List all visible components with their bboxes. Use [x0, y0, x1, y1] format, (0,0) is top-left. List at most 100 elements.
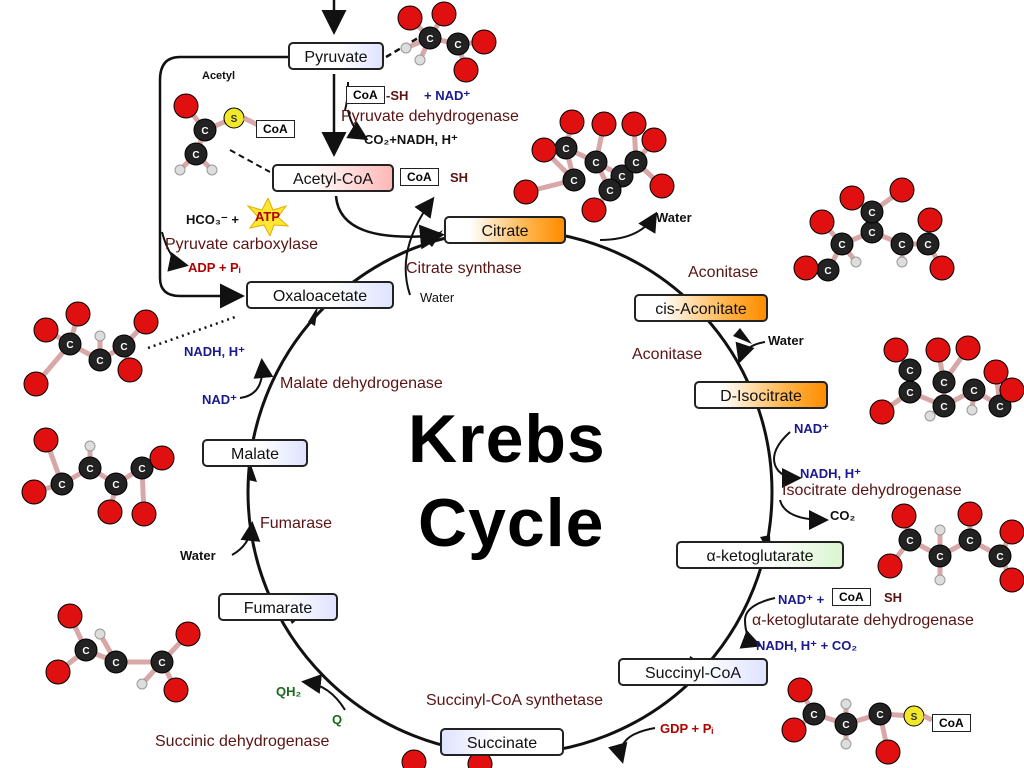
- hydrogen-atom: [850, 256, 862, 268]
- oxygen-atom: [117, 357, 143, 383]
- oxygen-atom: [957, 501, 983, 527]
- oxygen-atom: [57, 603, 83, 629]
- enzyme-citrate-synthase: Citrate synthase: [406, 260, 522, 277]
- label-co2-nadh: CO₂+NADH, H⁺: [364, 132, 458, 147]
- oxygen-atom: [559, 109, 585, 135]
- oxygen-atom: [999, 377, 1024, 403]
- oxygen-atom: [531, 137, 557, 163]
- node-citrate[interactable]: Citrate: [444, 216, 566, 244]
- enzyme-akg-dehydrogenase: α-ketoglutarate dehydrogenase: [752, 612, 974, 629]
- carbon-atom: [932, 370, 956, 394]
- carbon-atom: [928, 544, 952, 568]
- oxygen-atom: [839, 185, 865, 211]
- bond: [922, 713, 934, 723]
- label-nad-isocitrate: NAD⁺: [794, 421, 830, 436]
- atom-letter: C: [138, 464, 145, 475]
- atom-letter: C: [906, 366, 913, 377]
- atom-letter: C: [842, 720, 849, 731]
- oxygen-atom: [33, 317, 59, 343]
- oxygen-atom: [133, 309, 159, 335]
- oxygen-atom: [877, 553, 903, 579]
- label-gdp-pi: GDP + Pᵢ: [660, 721, 714, 736]
- hydrogen-atom: [84, 440, 96, 452]
- atom-letter: C: [192, 150, 199, 161]
- hydrogen-atom: [174, 164, 186, 176]
- node-d-isocitrate[interactable]: D-Isocitrate: [694, 381, 828, 409]
- atom-letter: C: [120, 342, 127, 353]
- node-succinyl-coa[interactable]: Succinyl-CoA: [618, 658, 768, 686]
- node-malate[interactable]: Malate: [202, 439, 308, 467]
- enzyme-aconitase-1: Aconitase: [688, 264, 759, 281]
- atom-letter: S: [231, 114, 238, 125]
- oxygen-atom: [891, 503, 917, 529]
- oxygen-atom: [917, 207, 943, 233]
- carbon-atom: [446, 32, 470, 56]
- label-nadh-co2: NADH, H⁺ + CO₂: [756, 638, 858, 653]
- node-fumarate[interactable]: Fumarate: [218, 593, 338, 621]
- enzyme-succinic-dehydrogenase: Succinic dehydrogenase: [155, 733, 330, 750]
- atom-letter: S: [911, 712, 918, 723]
- node-succinate[interactable]: Succinate: [440, 728, 564, 756]
- hydrogen-atom: [94, 628, 106, 640]
- node-alpha-ketoglutarate[interactable]: α-ketoglutarate: [676, 541, 844, 569]
- oxygen-atom: [883, 337, 909, 363]
- atom-letter: C: [632, 158, 639, 169]
- carbon-atom: [184, 142, 208, 166]
- label-adp-pi: ADP + Pᵢ: [188, 260, 241, 275]
- carbon-atom: [74, 638, 98, 662]
- label-water-in: Water: [768, 333, 804, 348]
- oxygen-atom: [999, 567, 1024, 593]
- node-oxaloacetate[interactable]: Oxaloacetate: [246, 281, 394, 309]
- oxygen-atom: [431, 1, 457, 27]
- atom-letter: C: [592, 158, 599, 169]
- atom-letter: C: [618, 172, 625, 183]
- oxygen-atom: [23, 371, 49, 397]
- title-krebs: Krebs: [408, 401, 606, 477]
- carbon-atom: [830, 232, 854, 256]
- node-acetyl-coa[interactable]: Acetyl-CoA: [272, 164, 394, 192]
- carbon-atom: [958, 528, 982, 552]
- atom-letter: C: [996, 552, 1003, 563]
- label-sh-1: -SH: [386, 88, 409, 103]
- atom-letter: C: [112, 480, 119, 491]
- atom-letter: C: [570, 176, 577, 187]
- oxygen-atom: [999, 519, 1024, 545]
- atom-letter: C: [936, 552, 943, 563]
- atom-letter: C: [824, 266, 831, 277]
- oxygen-atom: [401, 749, 427, 768]
- atom-letter: C: [940, 402, 947, 413]
- carbon-atom: [104, 650, 128, 674]
- label-plus-nad: + NAD⁺: [424, 88, 471, 103]
- oxygen-atom: [889, 177, 915, 203]
- title-cycle: Cycle: [418, 485, 605, 561]
- enzyme-pyruvate-carboxylase: Pyruvate carboxylase: [165, 236, 318, 253]
- carbon-atom: [58, 332, 82, 356]
- carbon-atom: [112, 334, 136, 358]
- node-pyruvate[interactable]: Pyruvate: [288, 42, 384, 70]
- carbon-atom: [988, 544, 1012, 568]
- hydrogen-atom: [896, 256, 908, 268]
- carbon-atom: [104, 472, 128, 496]
- oxygen-atom: [649, 173, 675, 199]
- carbon-atom: [916, 232, 940, 256]
- node-cis-aconitate[interactable]: cis-Aconitate: [634, 294, 768, 322]
- label-hco3: HCO₃⁻ +: [186, 212, 239, 227]
- carbon-atom: [802, 702, 826, 726]
- carbon-atom: [898, 358, 922, 382]
- label-water-citrate-synthase: Water: [420, 290, 455, 305]
- hydrogen-atom: [414, 54, 426, 66]
- carbon-atom: [932, 394, 956, 418]
- label-atp: ATP: [255, 209, 281, 224]
- hydrogen-atom: [136, 678, 148, 690]
- hydrogen-atom: [966, 404, 978, 416]
- atom-letter: C: [924, 240, 931, 251]
- carbon-atom: [88, 348, 112, 372]
- enzyme-aconitase-2: Aconitase: [632, 346, 703, 363]
- carbon-atom: [860, 200, 884, 224]
- oxygen-atom: [471, 29, 497, 55]
- enzyme-malate-dehydrogenase: Malate dehydrogenase: [280, 375, 443, 392]
- atom-letter: C: [58, 480, 65, 491]
